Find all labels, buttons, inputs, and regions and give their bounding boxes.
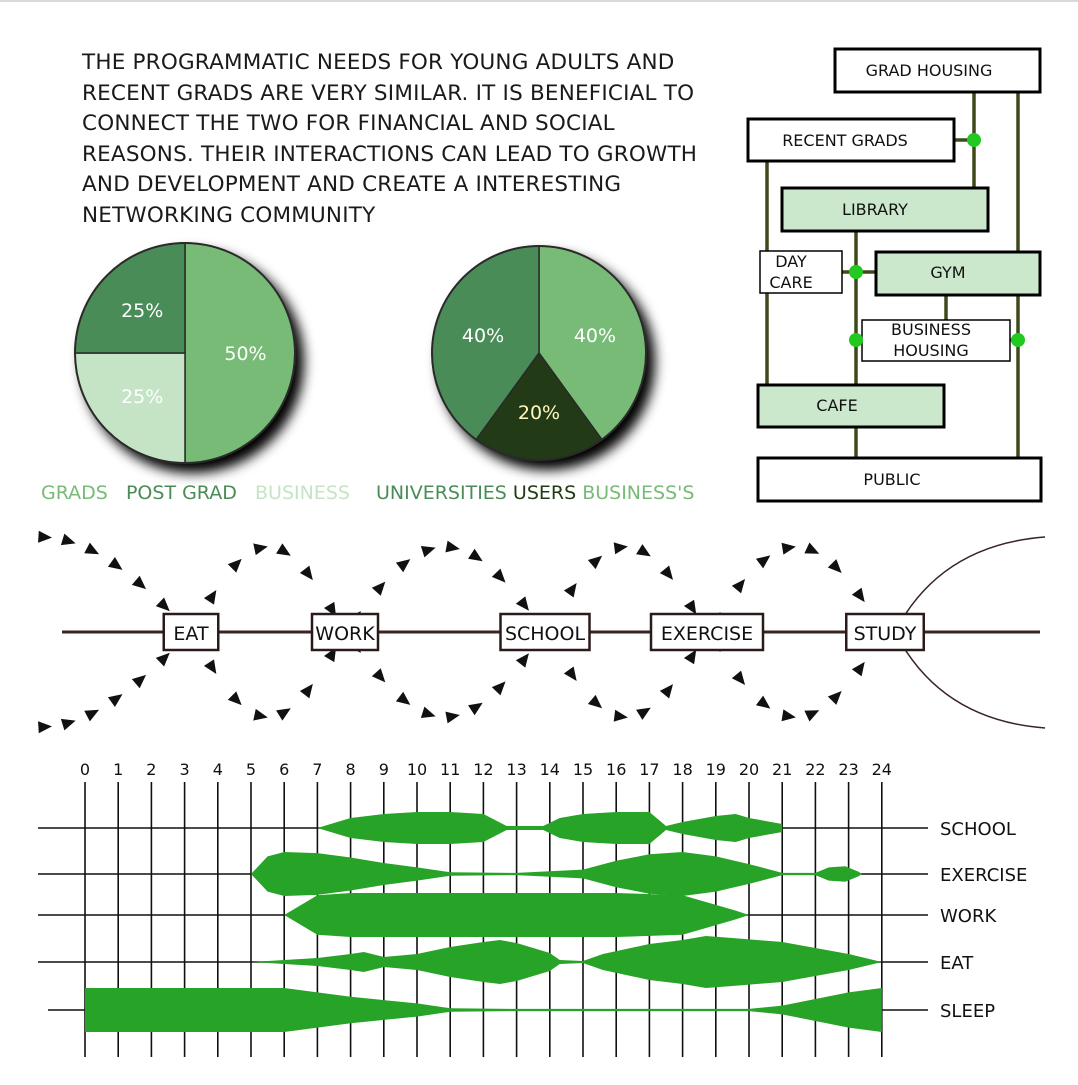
x-tick-label: 12 — [473, 760, 493, 779]
x-tick-label: 9 — [379, 760, 389, 779]
node-grad-housing: GRAD HOUSING — [866, 61, 993, 80]
intro-line: RECENT GRADS ARE VERY SIMILAR. IT IS BEN… — [82, 80, 695, 106]
x-tick-label: 7 — [312, 760, 322, 779]
x-tick-label: 6 — [279, 760, 289, 779]
intro-text: THE PROGRAMMATIC NEEDS FOR YOUNG ADULTS … — [82, 48, 702, 232]
program-diagram: GRAD HOUSING RECENT GRADS LIBRARY GYM CA… — [746, 47, 1043, 503]
pie-slice-label: 25% — [121, 300, 163, 322]
x-tick-label: 2 — [146, 760, 156, 779]
node-gym: GYM — [930, 263, 965, 282]
routine-station-label: SCHOOL — [505, 623, 586, 645]
routine-station: EXERCISE — [649, 612, 765, 652]
x-tick-label: 22 — [805, 760, 825, 779]
pie-charts: 50% 25% 25% 40% 20% 40% — [74, 242, 647, 464]
x-tick-label: 5 — [246, 760, 256, 779]
series-label: SCHOOL — [940, 819, 1016, 840]
pie-slice-label: 40% — [462, 325, 504, 347]
x-tick-label: 3 — [180, 760, 190, 779]
routine-lower-path — [38, 540, 865, 734]
activity-band — [251, 936, 882, 988]
legend-businesses: BUSINESS'S — [582, 482, 695, 504]
series-label: SLEEP — [940, 1001, 995, 1022]
series-label: WORK — [940, 906, 997, 927]
pie2-legend: UNIVERSITIES USERS BUSINESS'S — [376, 482, 694, 504]
routine-station: EAT — [162, 612, 220, 652]
legend-post-grad: POST GRAD — [125, 482, 237, 504]
x-tick-label: 16 — [606, 760, 626, 779]
node-recent-grads: RECENT GRADS — [782, 131, 908, 150]
pie-slice-label: 50% — [224, 343, 266, 365]
routine-station-label: EAT — [173, 623, 209, 645]
x-tick-label: 19 — [706, 760, 726, 779]
x-tick-label: 8 — [346, 760, 356, 779]
pie-users — [431, 245, 647, 461]
legend-grads: GRADS — [41, 482, 108, 504]
x-tick-label: 18 — [672, 760, 692, 779]
legend-universities: UNIVERSITIES — [376, 482, 507, 504]
x-tick-label: 24 — [872, 760, 892, 779]
intro-line: AND DEVELOPMENT AND CREATE A INTERESTING — [82, 172, 622, 198]
x-tick-label: 20 — [739, 760, 759, 779]
node-cafe: CAFE — [816, 396, 857, 415]
pie-slice-label: 20% — [518, 402, 560, 424]
x-tick-label: 14 — [540, 760, 560, 779]
intro-line: THE PROGRAMMATIC NEEDS FOR YOUNG ADULTS … — [82, 50, 675, 75]
series-label: EAT — [940, 953, 974, 974]
x-tick-label: 23 — [838, 760, 858, 779]
x-tick-label: 17 — [639, 760, 659, 779]
x-tick-label: 15 — [573, 760, 593, 779]
node-public: PUBLIC — [863, 470, 920, 489]
routine-station-label: WORK — [315, 623, 375, 645]
routine-station: STUDY — [845, 612, 925, 652]
x-tick-label: 13 — [506, 760, 526, 779]
x-tick-label: 11 — [440, 760, 460, 779]
activity-band — [317, 812, 783, 844]
series-label: EXERCISE — [940, 865, 1027, 886]
x-tick-label: 0 — [80, 760, 90, 779]
intro-line: NETWORKING COMMUNITY — [82, 202, 376, 228]
pie1-legend: GRADS POST GRAD BUSINESS — [41, 482, 350, 504]
pie-slice-label: 40% — [574, 325, 616, 347]
routine-station: WORK — [310, 612, 380, 652]
routine-station-label: STUDY — [854, 623, 917, 645]
legend-business: BUSINESS — [255, 482, 350, 504]
x-tick-label: 1 — [113, 760, 123, 779]
routine-station-label: EXERCISE — [661, 623, 753, 645]
activity-band — [85, 988, 882, 1032]
intro-line: CONNECT THE TWO FOR FINANCIAL AND SOCIAL — [82, 111, 615, 137]
pie-grads — [74, 242, 296, 464]
routine-station: SCHOOL — [499, 612, 591, 652]
top-divider — [0, 0, 1078, 2]
legend-users: USERS — [512, 482, 577, 504]
activity-band — [251, 852, 862, 896]
x-tick-label: 21 — [772, 760, 792, 779]
activity-band — [284, 893, 749, 937]
x-tick-label: 4 — [213, 760, 223, 779]
pie-slice-label: 25% — [121, 386, 163, 408]
x-tick-label: 10 — [407, 760, 427, 779]
node-library: LIBRARY — [842, 200, 908, 219]
intro-line: REASONS. THEIR INTERACTIONS CAN LEAD TO … — [82, 141, 698, 167]
